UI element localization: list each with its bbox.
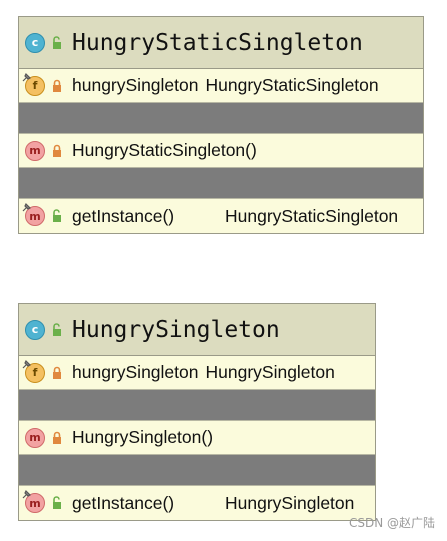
method-return-type: HungrySingleton — [225, 492, 355, 513]
lock-open-icon — [53, 35, 61, 49]
field-row: f hungrySingleton HungryStaticSingleton — [19, 69, 423, 103]
constructor-row: m HungrySingleton() — [19, 421, 375, 455]
method-name: getInstance() — [72, 205, 175, 226]
field-name: hungrySingleton — [72, 362, 199, 382]
field-type: HungryStaticSingleton — [205, 75, 379, 95]
watermark: CSDN @赵广陆 — [348, 516, 435, 530]
field-row: f hungrySingleton HungrySingleton — [19, 356, 375, 390]
constructor-name: HungrySingleton() — [72, 427, 214, 447]
lock-closed-icon — [53, 431, 61, 444]
method-m-icon: m — [22, 490, 45, 513]
section-separator — [19, 455, 375, 486]
class-c-icon: c — [25, 319, 45, 340]
constructor-row: m HungryStaticSingleton() — [19, 134, 423, 168]
class-header: c HungryStaticSingleton — [19, 17, 423, 69]
constructor-name: HungryStaticSingleton() — [72, 140, 257, 160]
lock-closed-icon — [53, 366, 61, 379]
field-f-icon: f — [22, 359, 45, 383]
field-type: HungrySingleton — [205, 362, 335, 382]
method-row: m getInstance() HungrySingleton — [19, 486, 375, 520]
static-pin-icon — [22, 72, 31, 81]
method-name: getInstance() — [72, 492, 175, 513]
field-name: hungrySingleton — [72, 75, 199, 95]
class-name: HungrySingleton — [72, 316, 280, 343]
class-name: HungryStaticSingleton — [72, 29, 363, 56]
class-box-hungry-static-singleton: c HungryStaticSingleton f hungrySingleto… — [18, 16, 424, 234]
class-header: c HungrySingleton — [19, 304, 375, 356]
lock-closed-icon — [53, 79, 61, 92]
method-m-icon: m — [25, 140, 45, 161]
method-return-type: HungryStaticSingleton — [225, 205, 399, 226]
lock-open-icon — [53, 209, 61, 222]
static-pin-icon — [22, 490, 31, 499]
section-separator — [19, 103, 423, 134]
static-pin-icon — [22, 359, 31, 368]
lock-open-icon — [53, 496, 61, 509]
method-m-icon: m — [22, 203, 45, 226]
method-row: m getInstance() HungryStaticSingleton — [19, 199, 423, 233]
method-m-icon: m — [25, 427, 45, 448]
lock-closed-icon — [53, 144, 61, 157]
section-separator — [19, 168, 423, 199]
section-separator — [19, 390, 375, 421]
field-f-icon: f — [22, 72, 45, 96]
static-pin-icon — [22, 203, 31, 212]
class-box-hungry-singleton: c HungrySingleton f hungrySingleton Hung… — [18, 303, 376, 521]
class-c-icon: c — [25, 32, 45, 53]
lock-open-icon — [53, 322, 61, 336]
